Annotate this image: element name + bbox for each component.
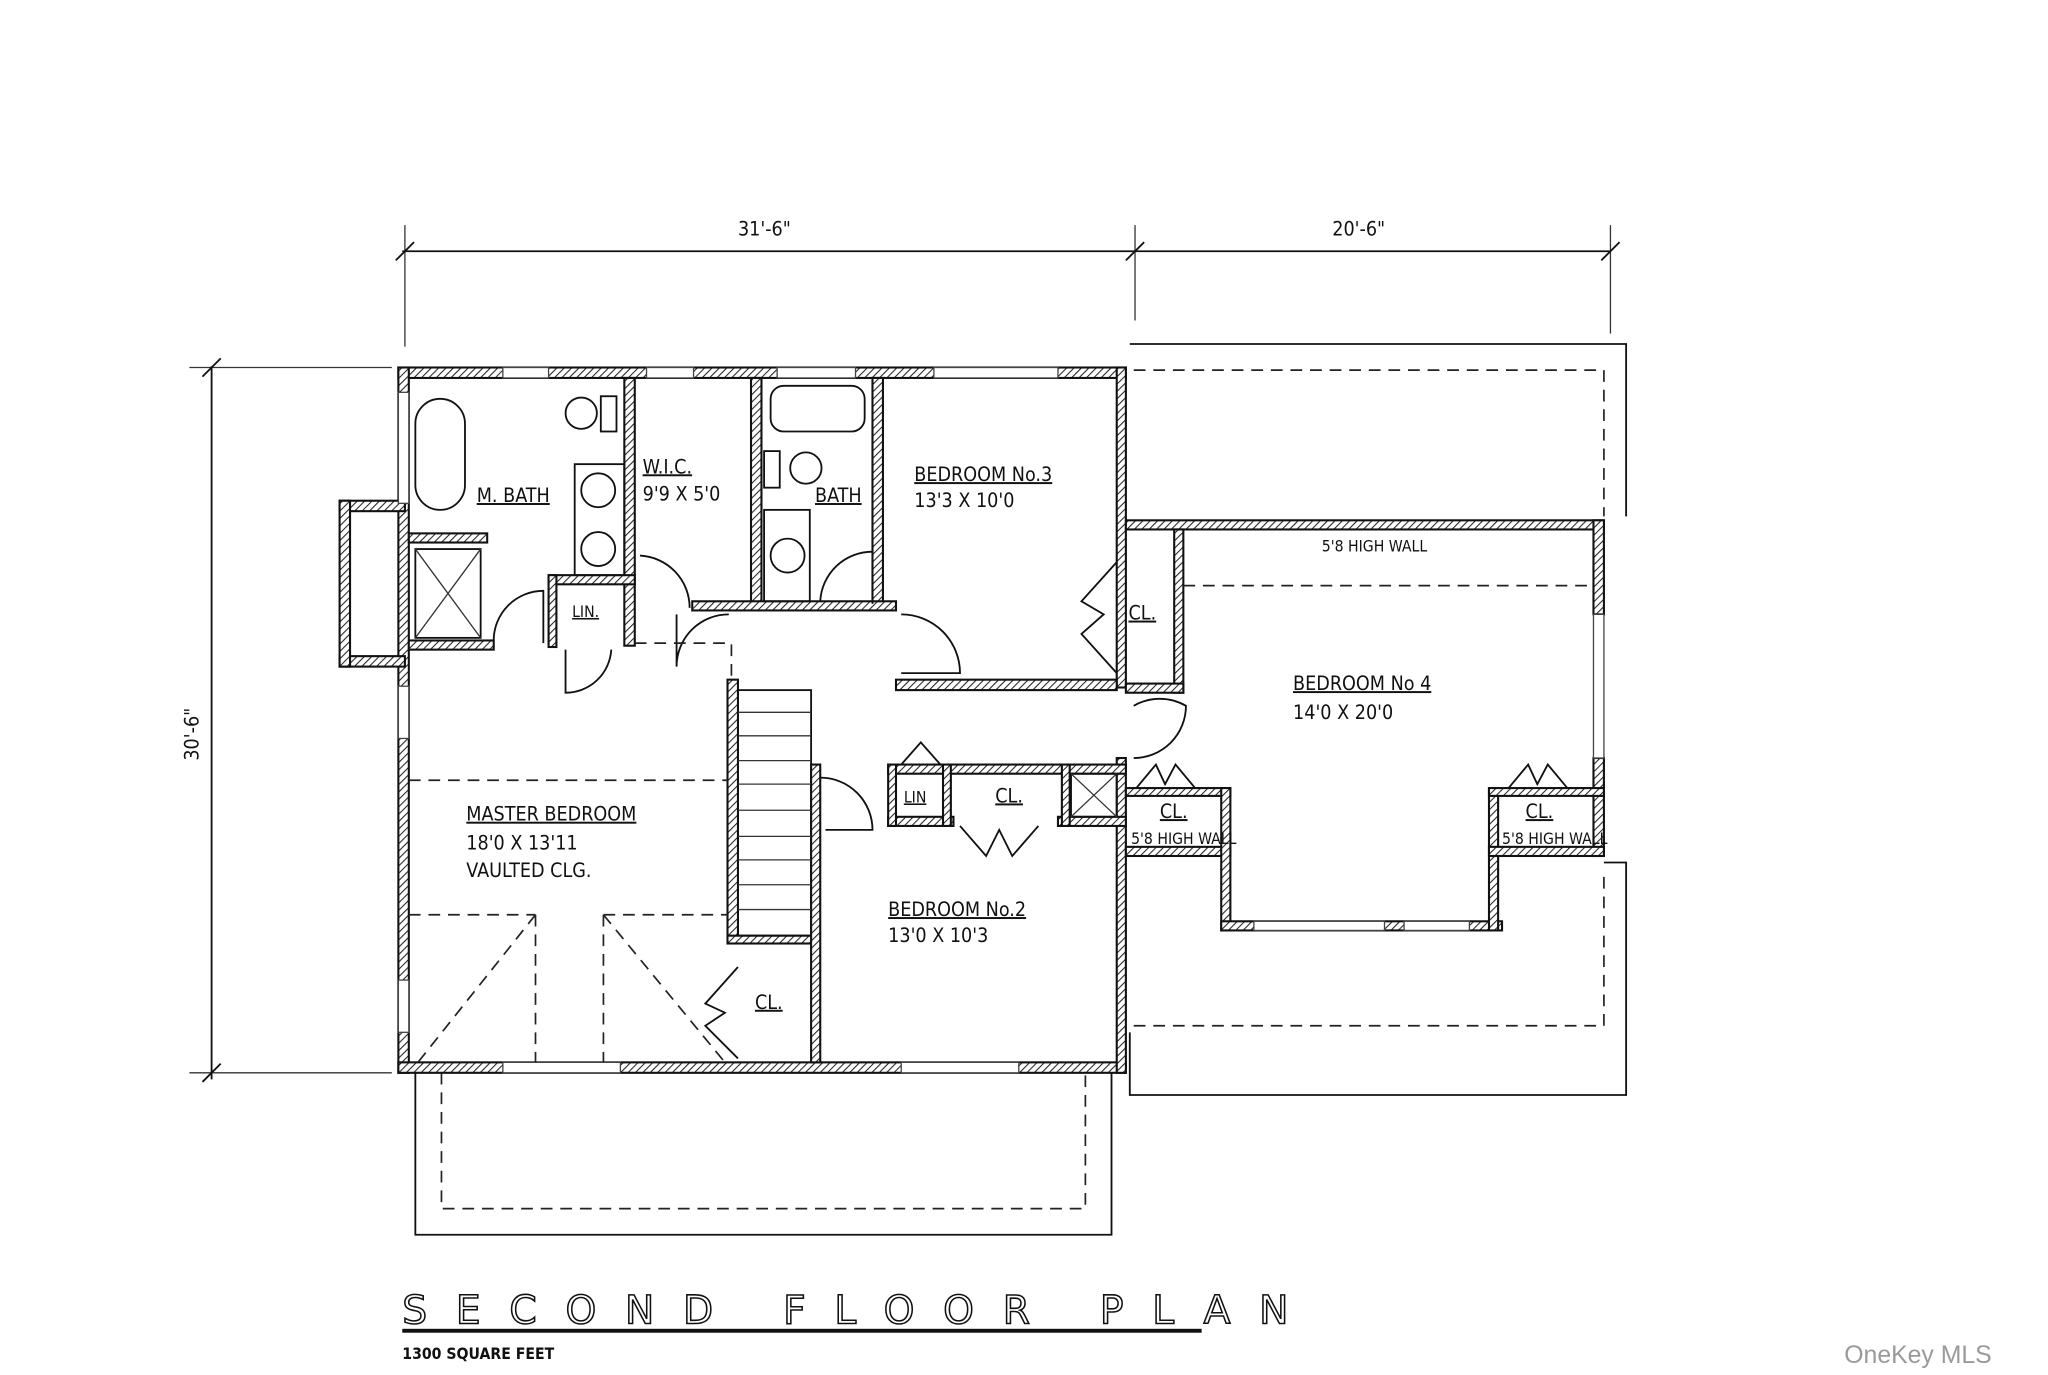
wic-label: W.I.C. [643, 455, 692, 478]
dimension-left: 30'-6" [181, 708, 204, 761]
bedroom-2-size: 13'0 X 10'3 [888, 924, 988, 947]
linen-label: LIN. [572, 602, 599, 621]
m-bath-label: M. BATH [477, 484, 550, 507]
left-closet-high-wall: 5'8 HIGH WALL [1131, 829, 1237, 848]
wic-size: 9'9 X 5'0 [643, 483, 721, 506]
bedroom-3-closet-label: CL. [1128, 602, 1156, 625]
bedroom-4-right-closet-label: CL. [1526, 800, 1554, 823]
hall-closet-label: CL. [995, 784, 1023, 807]
dimension-top-left: 31'-6" [738, 218, 791, 241]
title-underline [402, 1328, 1202, 1333]
hall-linen-label: LIN [904, 787, 927, 806]
dimension-lines [189, 225, 1621, 1083]
right-closet-high-wall: 5'8 HIGH WALL [1502, 829, 1608, 848]
walls [338, 366, 1605, 1074]
bedroom-2-label: BEDROOM No.2 [888, 898, 1026, 921]
plan-subtitle: 1300 SQUARE FEET [402, 1344, 554, 1363]
master-bedroom-size: 18'0 X 13'11 [466, 831, 577, 854]
dimension-top-right: 20'-6" [1332, 218, 1385, 241]
bedroom-4-label: BEDROOM No 4 [1293, 672, 1431, 695]
master-bedroom-label: MASTER BEDROOM [466, 803, 636, 826]
master-closet-label: CL. [755, 991, 783, 1014]
bedroom-3-size: 13'3 X 10'0 [914, 489, 1014, 512]
bath-label: BATH [815, 484, 862, 507]
room-labels: M. BATH W.I.C. 9'9 X 5'0 BATH LIN. BEDRO… [466, 455, 1607, 1014]
master-bedroom-note: VAULTED CLG. [466, 859, 591, 882]
high-wall-label: 5'8 HIGH WALL [1322, 537, 1428, 556]
windows [397, 366, 1605, 1074]
bedroom-4-size: 14'0 X 20'0 [1293, 701, 1393, 724]
stairs [737, 689, 813, 937]
bedroom-3-label: BEDROOM No.3 [914, 463, 1052, 486]
bedroom-4-left-closet-label: CL. [1160, 800, 1188, 823]
fixtures [414, 384, 1118, 818]
watermark: OneKey MLS [1844, 1342, 1991, 1369]
ceiling-lines [408, 584, 1594, 1063]
doors [492, 550, 1569, 1060]
plan-title: SECOND FLOOR PLAN [402, 1289, 1317, 1334]
